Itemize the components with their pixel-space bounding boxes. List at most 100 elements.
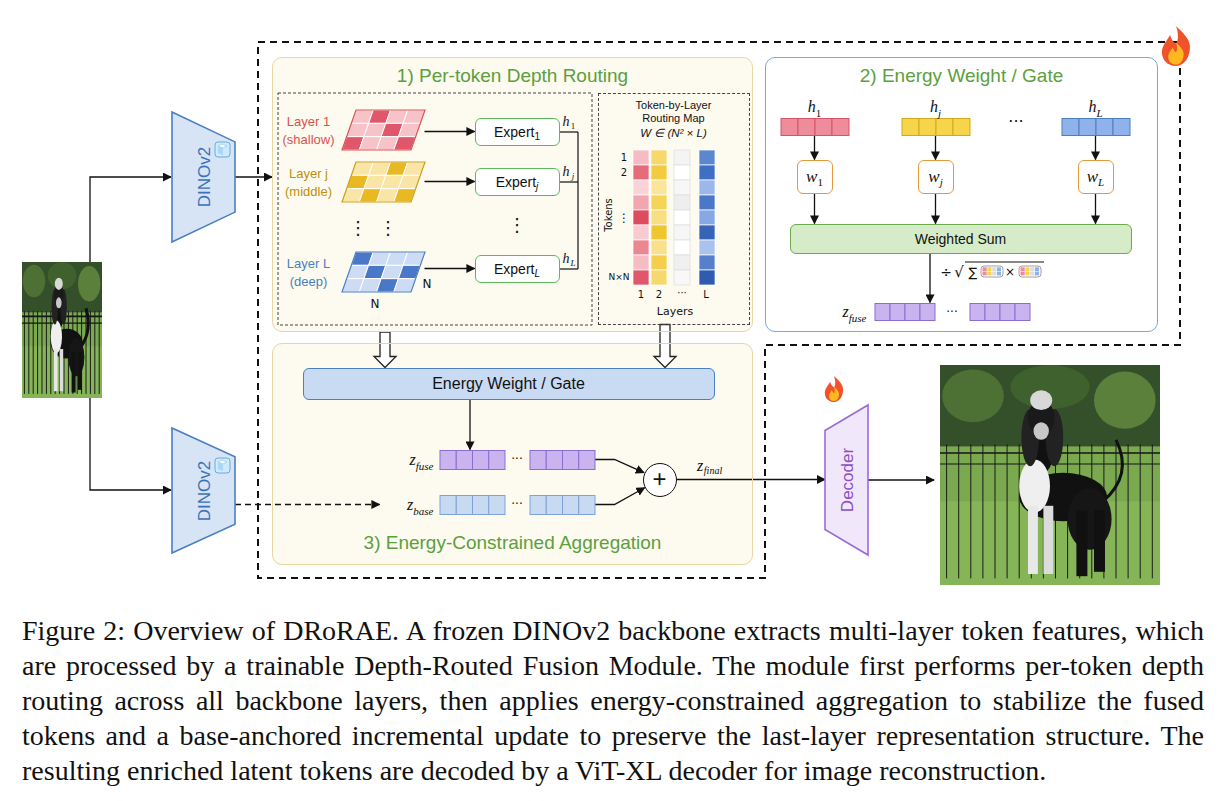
routing-map-cell [633, 165, 649, 180]
routing-map-cell [674, 180, 690, 195]
icon-cell [992, 272, 996, 276]
frozen-icon [215, 458, 230, 473]
text-group: Weighted Sum [791, 225, 1131, 253]
annotation-label: ··· [677, 288, 687, 298]
routing-map-cell [674, 165, 690, 180]
expert-box: Expertj [475, 168, 560, 196]
routing-map-cell [651, 270, 667, 285]
routing-map-box: Token-by-Layer Routing MapW ∈ (N² × L) [598, 93, 750, 325]
shape-outline [902, 118, 970, 136]
expert-box: ExpertL [475, 255, 560, 283]
photo-part [1019, 460, 1050, 513]
ice-cube [215, 142, 230, 157]
icon-cell [1021, 272, 1025, 276]
photo-part [50, 311, 51, 394]
node-text: Layer L (deep) [287, 255, 330, 288]
annotation-label: 1 [621, 153, 627, 163]
layer-grid: Layer 1 (shallow) [342, 110, 425, 150]
feature-vector: hj [902, 118, 970, 136]
annotation-label: ··· [511, 498, 522, 510]
shape-outline [342, 162, 425, 202]
ice-facet [218, 146, 223, 155]
shape-outline [342, 252, 425, 292]
feature-vector: hL [1062, 118, 1130, 136]
icon-cell [1030, 267, 1034, 271]
vector-cell [875, 303, 890, 320]
annotation-label: j [572, 172, 575, 181]
annotation-label: L [570, 259, 575, 268]
node-text: 2) Energy Weight / Gate [860, 65, 1063, 86]
routing-map-cell [651, 150, 667, 165]
feature-vector: zbase [380, 495, 595, 515]
text-group: Token-by-Layer Routing MapW ∈ (N² × L) [621, 99, 727, 141]
photo-part [23, 265, 45, 298]
text-group: h1 [771, 99, 859, 115]
routing-map-cell [651, 195, 667, 210]
routing-map-cell [651, 240, 667, 255]
encoder-trapezoid: DINOv2 [172, 428, 235, 553]
annotation-label: N×N [608, 273, 629, 282]
reconstructed-photo [940, 365, 1160, 585]
connector [235, 176, 272, 177]
photo-part [940, 365, 1160, 585]
vector-cell [953, 118, 970, 135]
vector-cell [440, 495, 456, 514]
connector [374, 332, 396, 368]
node-text: DINOv2 [194, 460, 213, 520]
connector [1095, 194, 1096, 224]
expert-output-line [560, 181, 578, 182]
photo-part [37, 311, 38, 394]
trainable-region-outline [258, 42, 1180, 578]
annotation-label: ··· [946, 306, 957, 318]
vector-cell [970, 303, 985, 320]
routing-map-cell [651, 210, 667, 225]
grid-cell [393, 278, 415, 291]
node-text: w [806, 167, 817, 187]
icon-cell [1035, 267, 1039, 271]
annotation-label: z [697, 458, 703, 474]
routing-map-cell [633, 225, 649, 240]
node-text: j [940, 176, 943, 188]
routing-map-cell [674, 210, 690, 225]
node-text: Layer j (middle) [285, 165, 332, 198]
text-group: Energy Weight / Gate [304, 369, 714, 399]
routing-map-cell [674, 240, 690, 255]
annotation-label: L [703, 290, 709, 300]
node-text: 3) Energy-Constrained Aggregation [364, 532, 662, 553]
photo-part [942, 369, 1004, 422]
node-text: 1 [816, 107, 822, 119]
photo-part [86, 311, 87, 394]
text-group: wj [919, 161, 953, 193]
module-panel: 2) Energy Weight / Gateh1w1hjwjhLwLWeigh… [765, 57, 1158, 332]
connector [595, 488, 645, 505]
node-text: z [843, 303, 849, 320]
node-text: z [407, 496, 413, 513]
ice-facet [218, 462, 223, 471]
vector-cell [562, 450, 578, 469]
weight-box: wL [1078, 160, 1114, 194]
trainable-icon [1162, 26, 1190, 66]
photo-part [1007, 444, 1008, 578]
routing-map-cell [651, 165, 667, 180]
connector [814, 194, 815, 224]
annotation-label: Tokens [604, 198, 614, 232]
photo-part [1094, 372, 1156, 429]
vector-cell [546, 450, 562, 469]
photo-part [1128, 444, 1129, 578]
routing-map-cell [699, 165, 715, 180]
flame-inner [1168, 43, 1183, 65]
vector-cell [902, 118, 919, 135]
node-text: Energy Weight / Gate [432, 375, 585, 393]
routing-map-cell [699, 225, 715, 240]
weight-box: w1 [797, 160, 833, 194]
text-group: Expertj [476, 169, 559, 195]
vector-cell [985, 303, 1000, 320]
grid-cell [398, 175, 420, 188]
node-text: Expert [494, 261, 534, 277]
connector [935, 136, 936, 160]
routing-map-cell [699, 240, 715, 255]
photo-part [78, 266, 100, 301]
photo-part [33, 311, 34, 394]
connector [929, 254, 930, 303]
connector [654, 325, 676, 368]
